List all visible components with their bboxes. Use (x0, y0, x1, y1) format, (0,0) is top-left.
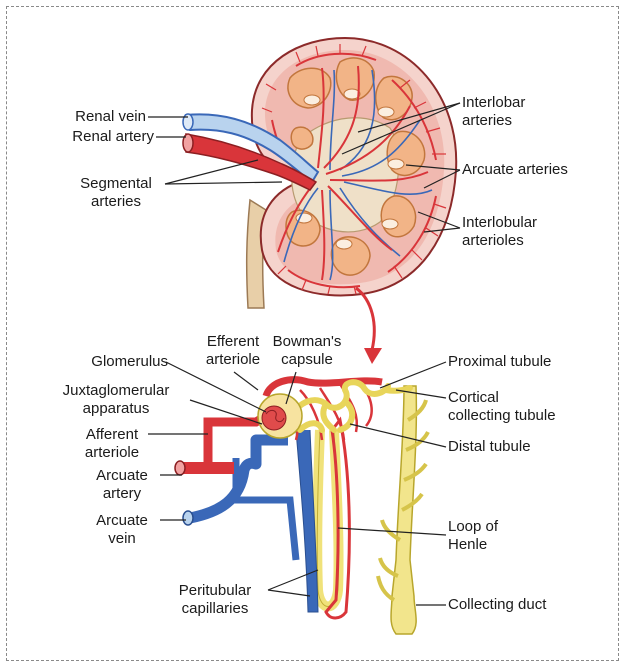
arcuate-artery-opening (175, 461, 185, 475)
convoluted-tubules (290, 382, 410, 430)
label-bowmans-capsule: Bowman's capsule (266, 333, 348, 369)
label-interlobular-arterioles: Interlobular arterioles (462, 214, 537, 250)
label-interlobar-arteries: Interlobar arteries (462, 94, 525, 130)
label-renal-vein: Renal vein (75, 108, 146, 126)
label-afferent-arteriole: Afferent arteriole (74, 426, 150, 462)
label-cortical-collecting-tubule: Cortical collecting tubule (448, 389, 556, 425)
label-efferent-arteriole: Efferent arteriole (188, 333, 278, 369)
label-arcuate-arteries: Arcuate arteries (462, 161, 568, 179)
label-peritubular-capillaries: Peritubular capillaries (164, 582, 266, 618)
kidney (183, 38, 456, 364)
label-segmental-arteries: Segmental arteries (68, 175, 164, 211)
label-loop-of-henle: Loop of Henle (448, 518, 498, 554)
glomerulus-shape (262, 406, 286, 430)
label-renal-artery: Renal artery (72, 128, 154, 146)
label-distal-tubule: Distal tubule (448, 438, 531, 456)
label-arcuate-artery: Arcuate artery (86, 467, 158, 503)
label-collecting-duct: Collecting duct (448, 596, 546, 614)
arcuate-vein-opening (183, 511, 193, 525)
label-glomerulus: Glomerulus (91, 353, 168, 371)
zoom-arrow (356, 288, 374, 350)
label-proximal-tubule: Proximal tubule (448, 353, 551, 371)
label-arcuate-vein: Arcuate vein (86, 512, 158, 548)
zoom-arrow-head (364, 348, 382, 364)
label-juxtaglomerular-apparatus: Juxtaglomerular apparatus (48, 382, 184, 418)
